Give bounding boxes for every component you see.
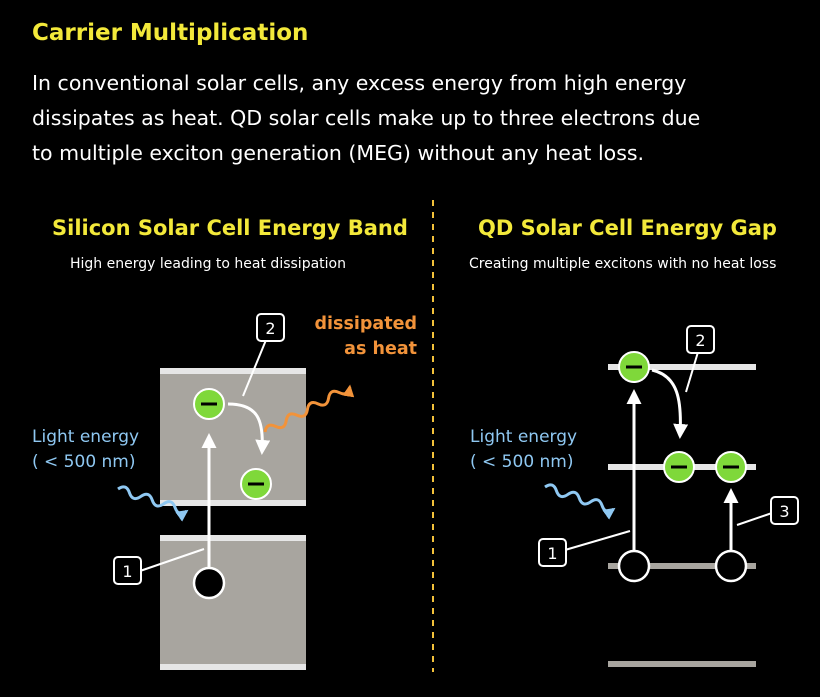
light-wave-icon [544, 483, 616, 520]
silicon-panel-title: Silicon Solar Cell Energy Band [52, 216, 408, 240]
band-edge [160, 368, 306, 374]
heat-wave-icon [263, 384, 355, 433]
callout-leader [139, 548, 205, 572]
callout-box [538, 538, 567, 567]
band-edge [160, 535, 306, 541]
light-wave-icon [117, 485, 189, 522]
callout-box [770, 496, 799, 525]
qd-panel-title: QD Solar Cell Energy Gap [478, 216, 777, 240]
qd-light-energy-label: Light energy ( < 500 nm) [470, 427, 578, 472]
intro-paragraph: In conventional solar cells, any excess … [32, 66, 752, 171]
callout-box [686, 325, 715, 354]
silicon-light-energy-label: Light energy ( < 500 nm) [32, 427, 140, 472]
callout-leader [685, 351, 699, 393]
electron-icon [663, 451, 695, 483]
callout-box [113, 556, 142, 585]
intro-line-1: In conventional solar cells, any excess … [32, 71, 687, 95]
intro-line-3: to multiple exciton generation (MEG) wit… [32, 141, 645, 165]
electron-icon [240, 468, 272, 500]
hole-icon [192, 566, 226, 600]
band-edge [160, 664, 306, 670]
relaxation-arrow [227, 402, 271, 455]
silicon-diagram: 1 2 [113, 313, 355, 670]
callout-leader [736, 512, 773, 526]
valence-band [160, 538, 306, 668]
callout-1-label: 1 [122, 562, 132, 581]
callout-box [256, 313, 285, 342]
silicon-panel-subtitle: High energy leading to heat dissipation [70, 256, 346, 272]
electron-icon [193, 388, 225, 420]
electron-icon [715, 451, 747, 483]
energy-level-line [608, 364, 756, 370]
qd-panel-subtitle: Creating multiple excitons with no heat … [469, 256, 777, 272]
page-title: Carrier Multiplication [32, 20, 309, 46]
callout-2-label: 2 [265, 319, 275, 338]
intro-line-2: dissipates as heat. QD solar cells make … [32, 106, 701, 130]
electron-icon [618, 351, 650, 383]
relaxation-arrow [651, 368, 689, 439]
callout-3-label: 3 [779, 502, 789, 521]
callout-leader [242, 339, 267, 397]
dissipated-heat-label: dissipated as heat [314, 314, 417, 359]
qd-diagram: 1 2 3 [538, 325, 799, 667]
band-edge [160, 500, 306, 506]
hole-icon [617, 549, 651, 583]
conduction-band [160, 372, 306, 502]
callout-1-label: 1 [547, 544, 557, 563]
energy-level-line [608, 661, 756, 667]
hole-icon [714, 549, 748, 583]
callout-2-label: 2 [695, 331, 705, 350]
callout-leader [564, 530, 631, 551]
energy-level-line [608, 563, 756, 569]
